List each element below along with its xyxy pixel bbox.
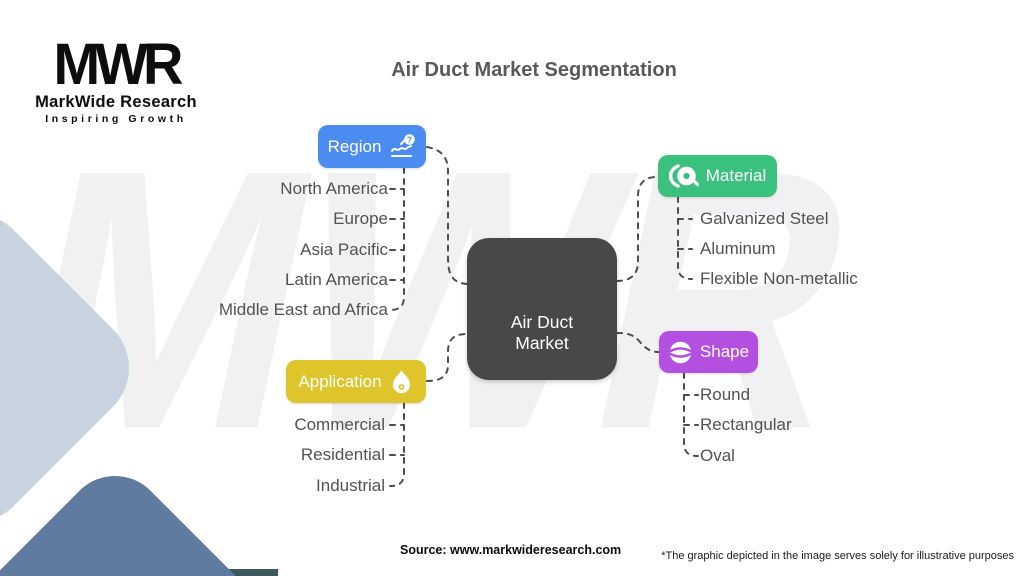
source-note: Source: www.markwideresearch.com xyxy=(400,543,622,557)
branch-node-region: Region ? xyxy=(318,125,426,168)
chart-question-icon: ? xyxy=(389,134,416,159)
leaf-shape-round: Round xyxy=(700,385,751,404)
leaf-region-latin-america: Latin America xyxy=(285,270,388,289)
branch-node-material: Material xyxy=(658,155,777,197)
connector-application-to-center xyxy=(426,333,468,382)
coil-icon xyxy=(668,164,699,188)
leaf-shape-rectangular: Rectangular xyxy=(700,415,792,434)
connector-application-trunk xyxy=(389,402,405,487)
svg-text:?: ? xyxy=(407,134,412,144)
humidifier-icon xyxy=(389,369,414,395)
leaf-material-aluminum: Aluminum xyxy=(700,239,776,258)
connector-shape-trunk xyxy=(683,372,699,457)
leaf-application-commercial: Commercial xyxy=(294,415,385,434)
branch-node-application-label: Application xyxy=(298,371,382,391)
leaf-material-flexible-non-metallic: Flexible Non-metallic xyxy=(700,269,858,288)
leaf-region-middle-east-africa: Middle East and Africa xyxy=(218,300,388,319)
branch-node-application: Application xyxy=(286,360,426,403)
connector-material-trunk xyxy=(677,196,693,280)
connector-center-to-material xyxy=(616,176,658,282)
logo-monogram: MWR xyxy=(53,30,184,97)
sphere-icon xyxy=(668,340,693,365)
markwide-research-logo: MWR MarkWide Research Inspiring Growth xyxy=(30,30,202,125)
leaf-region-asia-pacific: Asia Pacific xyxy=(300,240,388,259)
branch-node-material-label: Material xyxy=(705,166,767,185)
leaf-region-europe: Europe xyxy=(333,209,388,228)
leaf-application-industrial: Industrial xyxy=(316,476,385,495)
center-node-air-duct-market: Air Duct Market xyxy=(467,238,617,380)
leaf-application-residential: Residential xyxy=(300,445,385,464)
branch-node-region-label: Region xyxy=(327,136,382,156)
disclaimer-note: *The graphic depicted in the image serve… xyxy=(661,550,1014,562)
connector-center-to-shape xyxy=(616,332,660,353)
branch-node-shape: Shape xyxy=(659,331,758,373)
connector-region-to-center xyxy=(426,146,468,285)
logo-name: MarkWide Research xyxy=(35,93,197,111)
center-node-label: Air Duct Market xyxy=(510,312,574,353)
leaf-region-north-america: North America xyxy=(280,179,388,198)
logo-tagline: Inspiring Growth xyxy=(45,113,187,125)
page-title: Air Duct Market Segmentation xyxy=(391,59,677,81)
branch-node-shape-label: Shape xyxy=(699,342,750,361)
leaf-shape-oval: Oval xyxy=(700,446,735,465)
leaf-material-galvanized-steel: Galvanized Steel xyxy=(700,209,829,228)
connector-region-trunk xyxy=(389,167,405,311)
